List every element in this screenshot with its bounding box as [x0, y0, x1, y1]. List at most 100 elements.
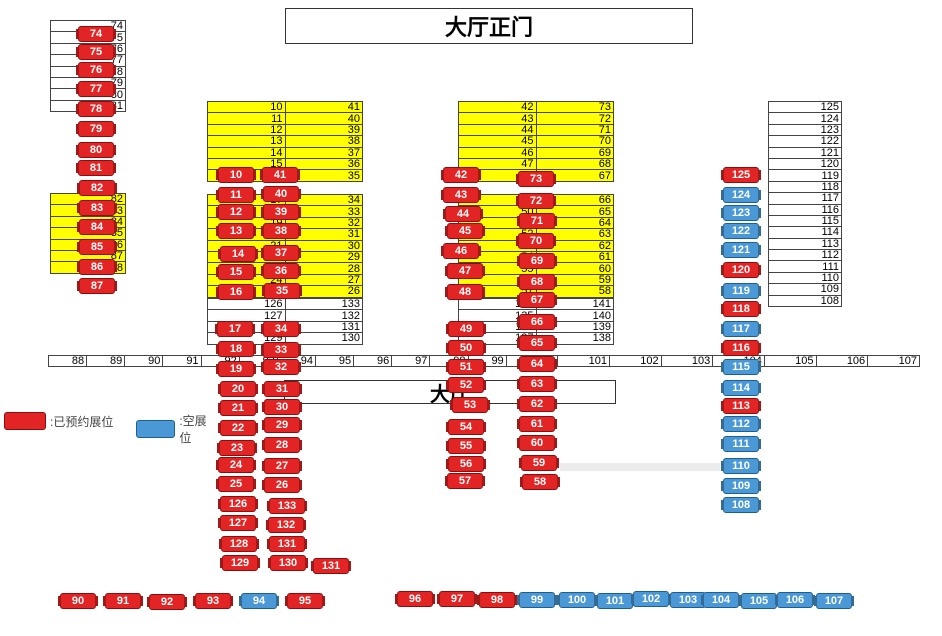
booth-booked[interactable]: 133: [269, 498, 305, 514]
booth-booked[interactable]: 61: [519, 416, 555, 432]
booth-booked[interactable]: 132: [268, 517, 304, 533]
booth-booked[interactable]: 125: [723, 167, 759, 183]
booth-empty[interactable]: 123: [723, 205, 759, 221]
booth-booked[interactable]: 73: [518, 171, 554, 187]
booth-booked[interactable]: 81: [78, 160, 114, 176]
booth-booked[interactable]: 95: [287, 593, 323, 609]
booth-booked[interactable]: 130: [270, 555, 306, 571]
booth-empty[interactable]: 106: [777, 592, 813, 608]
booth-booked[interactable]: 62: [519, 396, 555, 412]
booth-booked[interactable]: 129: [222, 555, 258, 571]
booth-booked[interactable]: 31: [264, 381, 300, 397]
booth-booked[interactable]: 34: [263, 321, 299, 337]
booth-booked[interactable]: 98: [479, 592, 515, 608]
booth-booked[interactable]: 16: [218, 284, 254, 300]
booth-booked[interactable]: 25: [218, 476, 254, 492]
booth-booked[interactable]: 126: [220, 496, 256, 512]
booth-booked[interactable]: 96: [397, 591, 433, 607]
booth-empty[interactable]: 103: [670, 592, 706, 608]
booth-booked[interactable]: 19: [218, 361, 254, 377]
booth-booked[interactable]: 33: [263, 342, 299, 358]
booth-booked[interactable]: 47: [447, 263, 483, 279]
booth-empty[interactable]: 124: [723, 187, 759, 203]
booth-booked[interactable]: 59: [521, 455, 557, 471]
booth-booked[interactable]: 66: [519, 314, 555, 330]
booth-booked[interactable]: 83: [79, 200, 115, 216]
booth-booked[interactable]: 41: [262, 167, 298, 183]
booth-booked[interactable]: 86: [79, 259, 115, 275]
booth-booked[interactable]: 91: [105, 593, 141, 609]
booth-booked[interactable]: 77: [78, 81, 114, 97]
booth-booked[interactable]: 53: [452, 397, 488, 413]
booth-booked[interactable]: 69: [519, 253, 555, 269]
booth-booked[interactable]: 70: [518, 233, 554, 249]
booth-empty[interactable]: 102: [633, 591, 669, 607]
booth-booked[interactable]: 40: [263, 186, 299, 202]
booth-booked[interactable]: 50: [448, 340, 484, 356]
booth-booked[interactable]: 12: [218, 204, 254, 220]
booth-booked[interactable]: 79: [78, 121, 114, 137]
booth-booked[interactable]: 90: [60, 593, 96, 609]
booth-booked[interactable]: 84: [79, 219, 115, 235]
booth-empty[interactable]: 111: [723, 436, 759, 452]
booth-booked[interactable]: 27: [264, 458, 300, 474]
booth-booked[interactable]: 64: [519, 356, 555, 372]
booth-booked[interactable]: 52: [448, 377, 484, 393]
booth-booked[interactable]: 92: [149, 594, 185, 610]
booth-booked[interactable]: 48: [447, 284, 483, 300]
booth-booked[interactable]: 11: [218, 187, 254, 203]
booth-booked[interactable]: 74: [78, 26, 114, 42]
booth-booked[interactable]: 120: [723, 262, 759, 278]
booth-booked[interactable]: 78: [78, 101, 114, 117]
booth-booked[interactable]: 113: [723, 398, 759, 414]
booth-booked[interactable]: 118: [723, 301, 759, 317]
booth-booked[interactable]: 128: [221, 536, 257, 552]
booth-booked[interactable]: 30: [264, 399, 300, 415]
booth-booked[interactable]: 24: [218, 457, 254, 473]
booth-booked[interactable]: 57: [447, 473, 483, 489]
booth-booked[interactable]: 63: [519, 376, 555, 392]
booth-empty[interactable]: 112: [723, 416, 759, 432]
booth-booked[interactable]: 15: [218, 264, 254, 280]
booth-booked[interactable]: 37: [263, 245, 299, 261]
booth-empty[interactable]: 115: [723, 359, 759, 375]
booth-empty[interactable]: 110: [723, 458, 759, 474]
booth-booked[interactable]: 67: [519, 292, 555, 308]
booth-booked[interactable]: 68: [519, 274, 555, 290]
booth-booked[interactable]: 97: [439, 591, 475, 607]
booth-empty[interactable]: 100: [559, 592, 595, 608]
booth-booked[interactable]: 13: [218, 223, 254, 239]
booth-booked[interactable]: 72: [518, 193, 554, 209]
booth-booked[interactable]: 45: [447, 223, 483, 239]
booth-booked[interactable]: 131: [269, 536, 305, 552]
booth-booked[interactable]: 127: [220, 515, 256, 531]
booth-empty[interactable]: 94: [241, 593, 277, 609]
booth-booked[interactable]: 43: [443, 187, 479, 203]
booth-booked[interactable]: 39: [263, 204, 299, 220]
booth-booked[interactable]: 60: [519, 435, 555, 451]
booth-empty[interactable]: 107: [816, 593, 852, 609]
booth-empty[interactable]: 101: [597, 593, 633, 609]
booth-booked[interactable]: 116: [723, 340, 759, 356]
booth-booked[interactable]: 38: [263, 223, 299, 239]
booth-booked[interactable]: 71: [519, 213, 555, 229]
booth-booked[interactable]: 44: [445, 206, 481, 222]
booth-booked[interactable]: 93: [195, 593, 231, 609]
booth-booked[interactable]: 22: [220, 420, 256, 436]
booth-empty[interactable]: 108: [723, 497, 759, 513]
booth-booked[interactable]: 32: [263, 359, 299, 375]
booth-booked[interactable]: 36: [263, 263, 299, 279]
booth-booked[interactable]: 49: [448, 321, 484, 337]
booth-empty[interactable]: 104: [703, 592, 739, 608]
booth-booked[interactable]: 26: [264, 477, 300, 493]
booth-booked[interactable]: 55: [448, 438, 484, 454]
booth-empty[interactable]: 109: [723, 478, 759, 494]
booth-booked[interactable]: 28: [264, 437, 300, 453]
booth-booked[interactable]: 46: [443, 243, 479, 259]
booth-empty[interactable]: 122: [723, 223, 759, 239]
booth-empty[interactable]: 105: [741, 593, 777, 609]
booth-booked[interactable]: 10: [218, 167, 254, 183]
booth-booked[interactable]: 18: [218, 341, 254, 357]
booth-booked[interactable]: 85: [79, 239, 115, 255]
booth-booked[interactable]: 35: [264, 283, 300, 299]
